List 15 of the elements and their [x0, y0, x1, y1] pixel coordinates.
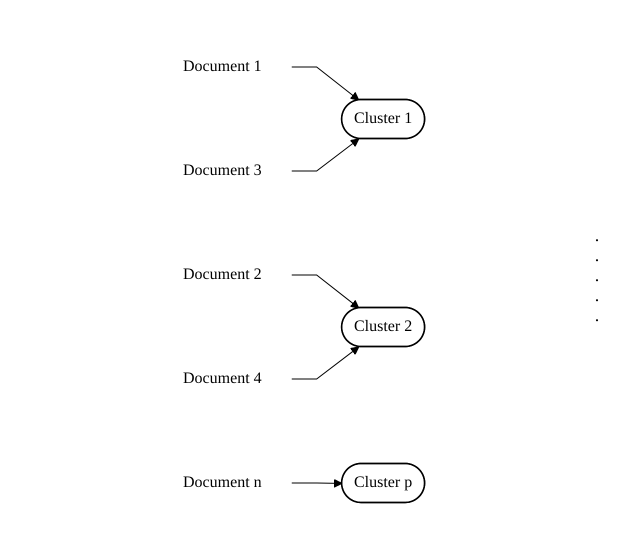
- node-text: Document n: [182, 474, 262, 491]
- arrow: [290, 478, 342, 488]
- ellipsis-dot: .: [594, 265, 600, 285]
- ellipsis-dot: .: [594, 225, 600, 245]
- arrow: [290, 274, 360, 309]
- node-text: Document 3: [182, 162, 262, 180]
- node-text: Document 2: [182, 266, 262, 283]
- node-text: Document 4: [182, 370, 262, 387]
- ellipsis-dot: .: [594, 305, 600, 325]
- node-text: Document 1: [182, 58, 262, 76]
- arrow: [290, 346, 360, 380]
- arrow: [290, 138, 360, 172]
- ellipsis-dot: .: [594, 285, 600, 305]
- arrow: [290, 66, 360, 101]
- ellipsis-dot: .: [594, 245, 600, 265]
